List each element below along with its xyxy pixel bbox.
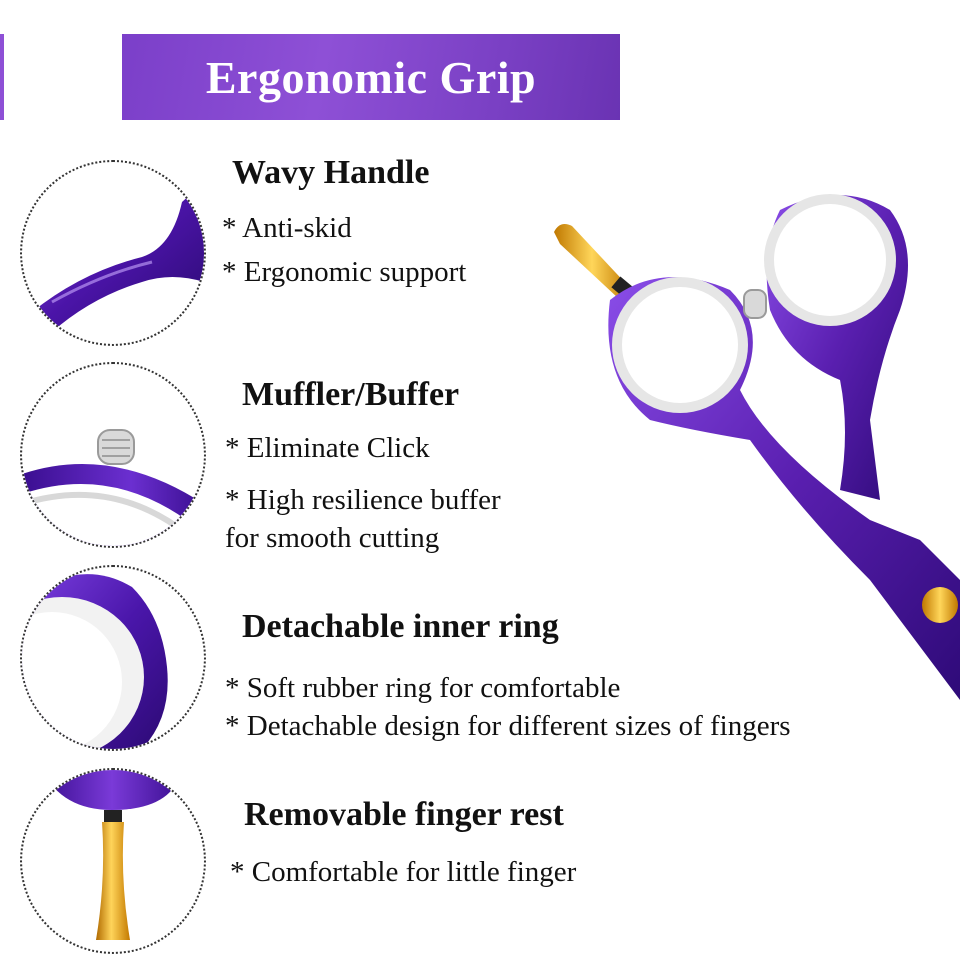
scissors-handle-image-icon [540,180,960,740]
feature-bullet: * Comfortable for little finger [230,856,577,888]
feature-heading-finger-rest: Removable finger rest [244,796,564,833]
feature-heading-muffler-buffer: Muffler/Buffer [242,376,460,413]
feature-bullet: * Soft rubber ring for comfortable [225,672,621,704]
feature-bullet: * Detachable design for different sizes … [225,710,791,742]
feature-bullet: * Anti-skid [222,212,352,244]
feature-heading-wavy-handle: Wavy Handle [232,154,430,191]
feature-bullet: * Ergonomic support [222,256,467,288]
inner-ring-closeup-icon [20,565,206,751]
wavy-handle-closeup-icon [20,160,206,346]
finger-rest-closeup-icon [20,768,206,954]
feature-bullet: for smooth cutting [225,522,440,554]
banner-title: Ergonomic Grip [205,51,537,103]
title-banner: Ergonomic Grip [122,34,620,120]
banner-edge-strip [0,34,4,120]
feature-heading-inner-ring: Detachable inner ring [242,608,559,645]
feature-bullet: * High resilience buffer [225,484,501,516]
feature-bullet: * Eliminate Click [225,432,430,464]
muffler-buffer-closeup-icon [20,362,206,548]
